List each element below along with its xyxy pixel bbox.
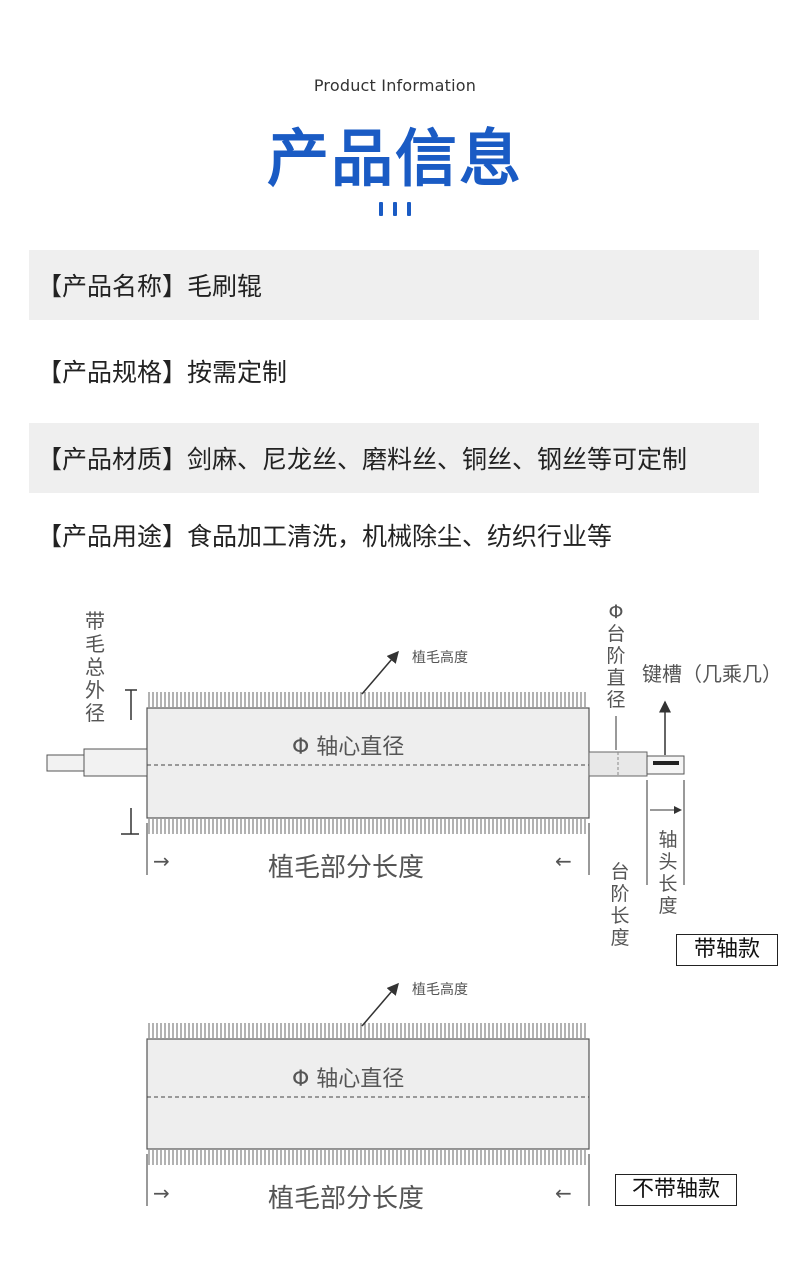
header-subtitle: Product Information <box>313 76 477 95</box>
info-row-material: 【产品材质】剑麻、尼龙丝、磨料丝、铜丝、钢丝等可定制 <box>29 423 759 493</box>
vertical-label-char: 直 <box>606 667 625 689</box>
vertical-label-char: 阶 <box>610 883 629 905</box>
vertical-label-char: 带 <box>85 609 105 633</box>
vertical-label-char: 毛 <box>85 632 105 656</box>
roller-body <box>146 1038 590 1150</box>
info-label: 【产品名称】 <box>37 272 188 301</box>
bristles-top <box>148 692 586 707</box>
title-decoration <box>377 202 413 216</box>
bristle-height-label: 植毛高度 <box>412 981 468 998</box>
tag-without-shaft: 不带轴款 <box>615 1174 737 1206</box>
info-row-spec: 【产品规格】按需定制 <box>29 336 759 406</box>
keyway <box>653 761 679 765</box>
arrow-left: ← <box>555 849 572 873</box>
info-row-usage: 【产品用途】食品加工清洗，机械除尘、纺织行业等 <box>29 500 759 570</box>
vertical-label-char: 头 <box>658 851 677 873</box>
arrow-right: → <box>153 849 170 873</box>
left-shaft <box>83 748 148 777</box>
info-label: 【产品用途】 <box>37 522 188 551</box>
bristles-bottom <box>148 819 586 834</box>
vertical-label-char: Φ <box>609 601 624 623</box>
vertical-label-char: 轴 <box>658 829 677 851</box>
roller-body <box>146 707 590 819</box>
vertical-label-char: 度 <box>610 927 629 949</box>
keyway-label: 键槽（几乘几） <box>642 662 782 686</box>
vertical-label-char: 台 <box>610 861 629 883</box>
arrow-right: → <box>153 1181 170 1205</box>
core-diameter-label: Φ 轴心直径 <box>292 735 404 760</box>
diagram-without-shaft: 植毛高度 Φ 轴心直径 → ← 植毛部分长度 <box>146 981 590 1214</box>
vertical-label-char: 总 <box>85 655 105 679</box>
vertical-label-char: 径 <box>85 701 105 725</box>
arrow-left: ← <box>555 1181 572 1205</box>
info-value: 毛刷辊 <box>187 272 263 301</box>
info-label: 【产品规格】 <box>37 358 188 387</box>
info-label: 【产品材质】 <box>37 445 188 474</box>
bristles-top <box>148 1023 586 1038</box>
vertical-label-char: 外 <box>85 678 105 702</box>
bristles-bottom <box>148 1150 586 1165</box>
vertical-label-char: 度 <box>658 895 677 917</box>
tag-with-shaft: 带轴款 <box>676 934 778 966</box>
vertical-label-char: 长 <box>658 873 677 895</box>
vertical-label-char: 径 <box>606 689 625 711</box>
vertical-label-char: 阶 <box>606 645 625 667</box>
bristle-height-label: 植毛高度 <box>412 649 468 666</box>
bristle-length-label: 植毛部分长度 <box>268 1184 424 1214</box>
core-diameter-label: Φ 轴心直径 <box>292 1067 404 1092</box>
bristle-height-arrow <box>361 650 399 695</box>
page-title: 产品信息 <box>266 122 523 195</box>
info-value: 食品加工清洗，机械除尘、纺织行业等 <box>187 522 613 551</box>
info-row-name: 【产品名称】毛刷辊 <box>29 250 759 320</box>
info-value: 剑麻、尼龙丝、磨料丝、铜丝、钢丝等可定制 <box>187 445 688 474</box>
vertical-label-char: 长 <box>610 905 629 927</box>
info-value: 按需定制 <box>187 358 288 387</box>
vertical-label-char: 台 <box>606 623 625 645</box>
bristle-length-label: 植毛部分长度 <box>268 853 424 883</box>
left-shaft-end <box>46 754 85 772</box>
bristle-height-arrow <box>361 982 399 1027</box>
